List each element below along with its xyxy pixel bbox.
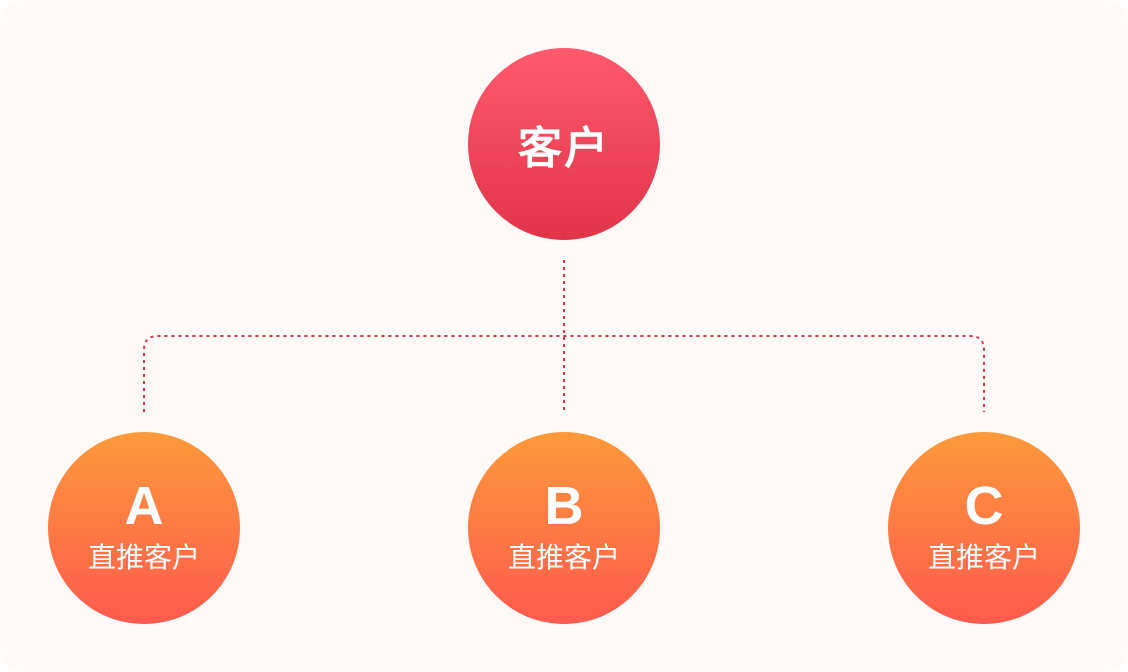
child-node-label: 直推客户 [87, 541, 200, 574]
child-node-a: A 直推客户 [48, 432, 240, 624]
root-node-label: 客户 [518, 123, 610, 174]
child-node-c: C 直推客户 [888, 432, 1080, 624]
child-node-letter: B [544, 476, 584, 536]
child-node-label: 直推客户 [507, 541, 620, 574]
branch-line [143, 335, 985, 412]
child-node-letter: C [964, 476, 1004, 536]
root-node: 客户 [468, 48, 660, 240]
child-node-letter: A [124, 476, 164, 536]
child-node-label: 直推客户 [927, 541, 1040, 574]
child-node-b: B 直推客户 [468, 432, 660, 624]
